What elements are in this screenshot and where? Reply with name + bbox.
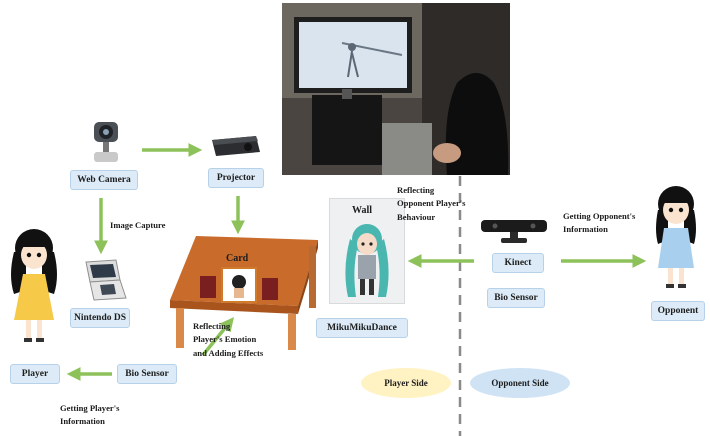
getting-opponent-line-2: Information: [563, 224, 608, 235]
projector-icon: [208, 130, 262, 160]
side-divider: [458, 176, 462, 436]
getting-player-line-1: Getting Player's: [60, 403, 120, 413]
player-side-badge: Player Side: [361, 368, 451, 398]
getting-player-label: Getting Player's Information: [60, 402, 119, 429]
wall-panel: Wall: [329, 198, 405, 304]
bio-sensor-right-node: Bio Sensor: [487, 288, 545, 308]
webcam-icon: [88, 120, 124, 164]
reflecting-opponent-line-2: Opponent Player's: [397, 198, 466, 209]
girl-yellow-dress-icon: [6, 224, 62, 348]
bio-sensor-left-node: Bio Sensor: [117, 364, 177, 384]
miku-character-icon: [345, 224, 389, 297]
girl-blue-dress-icon: [648, 180, 704, 292]
wall-label: Wall: [352, 205, 373, 216]
reflecting-player-label: Reflecting Player's Emotion and Adding E…: [193, 320, 263, 360]
photo-user-at-display: [282, 3, 510, 175]
kinect-node: Kinect: [492, 253, 544, 273]
web-camera-node: Web Camera: [70, 170, 138, 190]
nintendo-ds-node: Nintendo DS: [70, 308, 130, 328]
kinect-sensor-icon: [479, 218, 549, 244]
opponent-side-badge: Opponent Side: [470, 368, 570, 398]
reflecting-player-line-2: Player's Emotion: [193, 334, 257, 345]
reflecting-player-line-1: Reflecting: [193, 321, 231, 331]
opponent-node: Opponent: [651, 301, 705, 321]
getting-player-line-2: Information: [60, 416, 105, 427]
player-node: Player: [10, 364, 60, 384]
handheld-console-icon: [80, 258, 130, 302]
reflecting-player-line-3: and Adding Effects: [193, 347, 264, 358]
projector-node: Projector: [208, 168, 264, 188]
card-label: Card: [226, 253, 249, 264]
reflecting-opponent-label: Reflecting Opponent Player's Behaviour: [397, 184, 466, 224]
reflecting-opponent-line-1: Reflecting: [397, 185, 435, 195]
card-table: Card: [166, 232, 322, 352]
getting-opponent-label: Getting Opponent's Information: [563, 210, 635, 237]
image-capture-label: Image Capture: [110, 220, 166, 230]
mikumikudance-node: MikuMikuDance: [316, 318, 408, 338]
reflecting-opponent-line-3: Behaviour: [397, 211, 436, 222]
getting-opponent-line-1: Getting Opponent's: [563, 211, 636, 221]
